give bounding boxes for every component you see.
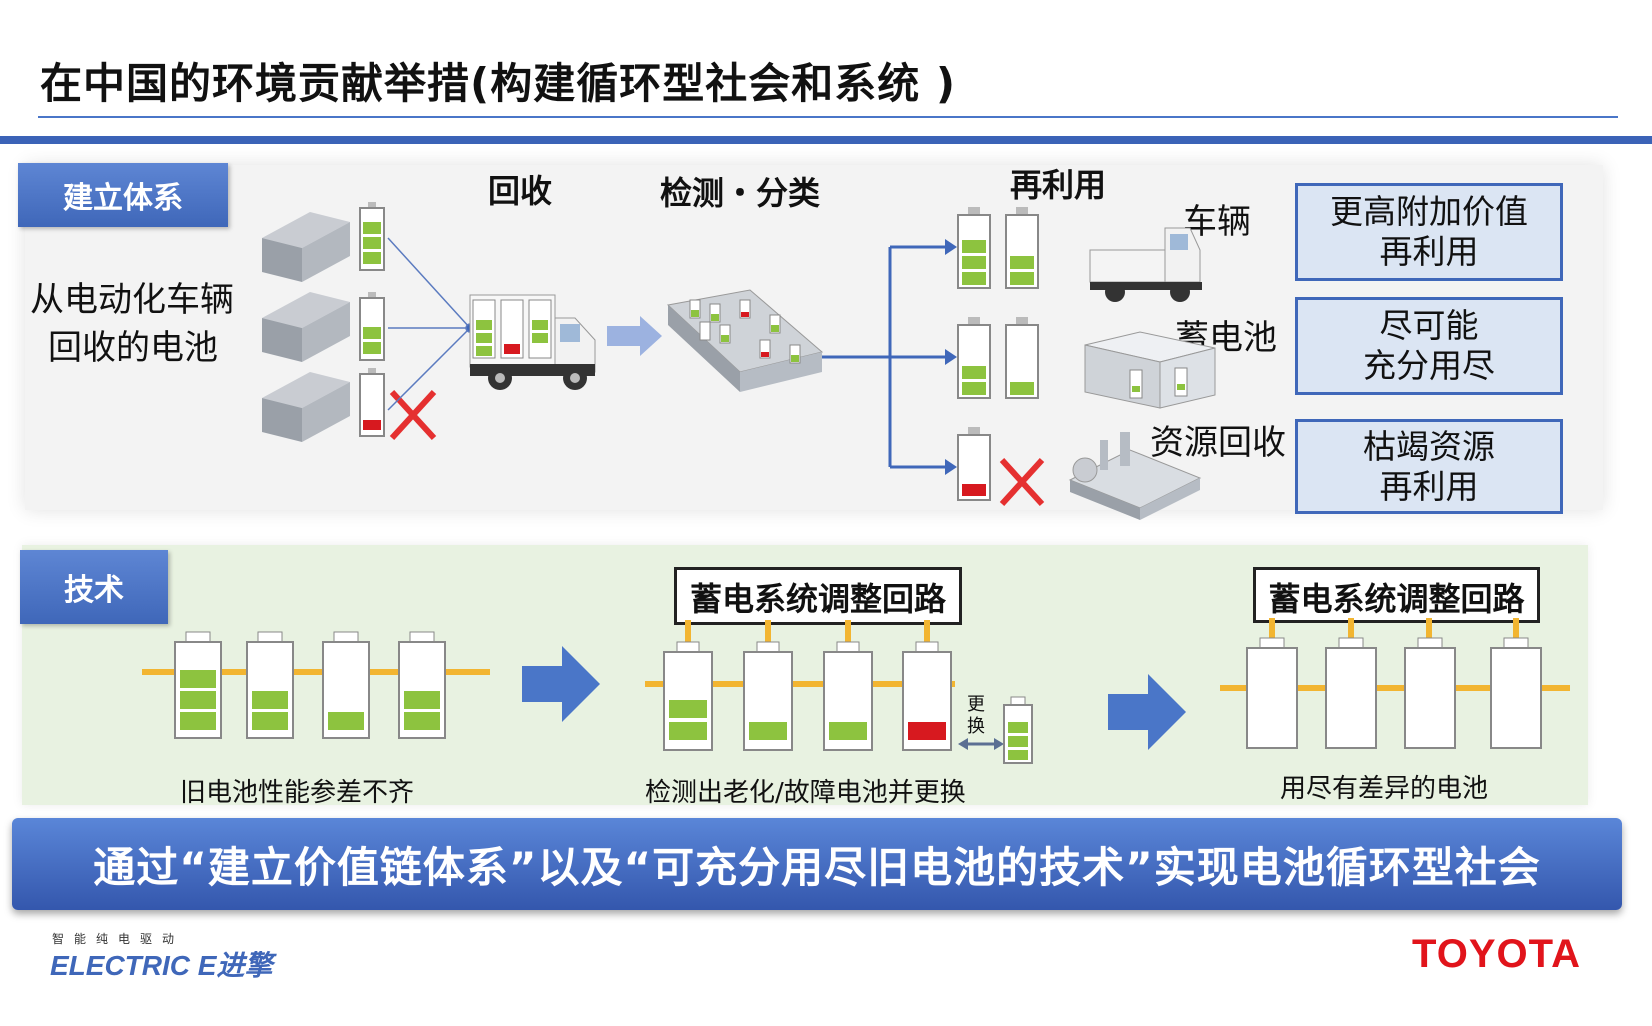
- caption-uneven: 旧电池性能参差不齐: [180, 778, 415, 808]
- branch-arrowheads: [945, 239, 957, 475]
- replace-label-2: 换: [967, 716, 985, 737]
- reuse-cell-partial-icon: [1005, 317, 1039, 399]
- page-title: 在中国的环境贡献举措(构建循环型社会和系统 ): [40, 59, 957, 108]
- value-box-full-use: 尽可能充分用尽: [1295, 297, 1563, 395]
- toyota-logo: TOYOTA: [1412, 932, 1581, 976]
- step-recover-label: 回收: [488, 172, 553, 210]
- caption-use-up: 用尽有差异的电池: [1280, 774, 1489, 804]
- battery-cell-empty-icon: [359, 368, 385, 437]
- depleted-cell-icon: [1246, 637, 1298, 749]
- battery-pack-icon: [262, 292, 350, 362]
- step-reuse-label: 再利用: [1010, 166, 1107, 204]
- value-box-full-use-line1: 尽可能: [1379, 306, 1479, 346]
- electric-logo: ELECTRIC E进擎: [50, 950, 273, 981]
- adjusted-cell-icon: [743, 641, 793, 751]
- reuse-cell-partial-icon: [957, 317, 991, 399]
- circuit-label-box-2: 蓄电系统调整回路: [1253, 567, 1540, 623]
- reject-x-icon: [999, 457, 1045, 507]
- battery-pack-icon: [262, 212, 350, 282]
- vehicle-truck-icon: [1089, 227, 1202, 302]
- value-box-high-value-line2: 再利用: [1379, 232, 1479, 271]
- depleted-cell-icon: [1490, 637, 1542, 749]
- depleted-cell-icon: [1325, 637, 1377, 749]
- battery-pack-icon: [262, 372, 350, 442]
- electric-logo-subtitle: 智能纯电驱动: [52, 932, 185, 946]
- reuse-cell-full-icon: [1005, 207, 1039, 289]
- step-inspect-label: 检测・分类: [660, 174, 821, 212]
- battery-cell-full-icon: [359, 202, 385, 271]
- replacement-cell-icon: [1003, 696, 1033, 764]
- source-label-line1: 从电动化车辆: [30, 280, 234, 320]
- branch-arrows: [822, 245, 945, 469]
- faulty-cell-icon: [902, 641, 952, 751]
- source-label-line2: 回收的电池: [48, 328, 218, 368]
- uneven-cell-icon: [322, 631, 370, 739]
- circuit-label-box-1: 蓄电系统调整回路: [674, 567, 962, 625]
- system-tag: 建立体系: [18, 163, 228, 227]
- replace-label-1: 更: [967, 694, 985, 715]
- swap-arrow-icon: [958, 738, 1004, 750]
- header-bar: [0, 136, 1652, 144]
- value-box-resource-line2: 再利用: [1379, 466, 1479, 506]
- battery-cell-partial-icon: [359, 292, 385, 361]
- uneven-cell-icon: [398, 631, 446, 739]
- summary-banner: 通过“建立价值链体系”以及“可充分用尽旧电池的技术”实现电池循环型社会: [12, 818, 1622, 910]
- value-box-resource-line1: 枯竭资源: [1363, 426, 1495, 466]
- adjusted-cell-icon: [663, 641, 713, 751]
- arrow-right-icon: [607, 316, 662, 356]
- depleted-cell-icon: [1404, 637, 1456, 749]
- adjusted-cell-icon: [823, 641, 873, 751]
- recovery-truck-icon: [469, 294, 596, 390]
- value-box-high-value: 更高附加价值再利用: [1295, 183, 1563, 281]
- uneven-cell-icon: [246, 631, 294, 739]
- tech-tag: 技术: [20, 550, 168, 624]
- dest-vehicle-label: 车辆: [1183, 202, 1251, 242]
- storage-building-icon: [1084, 331, 1216, 409]
- recycle-cell-empty-icon: [957, 427, 991, 501]
- recycling-factory-icon: [1068, 432, 1202, 520]
- reuse-cell-full-icon: [957, 207, 991, 289]
- process-arrow-icon: [1108, 674, 1186, 750]
- value-box-high-value-line1: 更高附加价值: [1330, 192, 1528, 232]
- caption-replace: 检测出老化/故障电池并更换: [645, 778, 966, 808]
- process-arrow-icon: [522, 646, 600, 722]
- dest-resource-label: 资源回收: [1150, 423, 1286, 463]
- inspection-conveyor-icon: [666, 289, 824, 392]
- uneven-cell-icon: [174, 631, 222, 739]
- value-box-resource: 枯竭资源再利用: [1295, 419, 1563, 514]
- value-box-full-use-line2: 充分用尽: [1363, 346, 1495, 385]
- title-divider: [38, 116, 1618, 118]
